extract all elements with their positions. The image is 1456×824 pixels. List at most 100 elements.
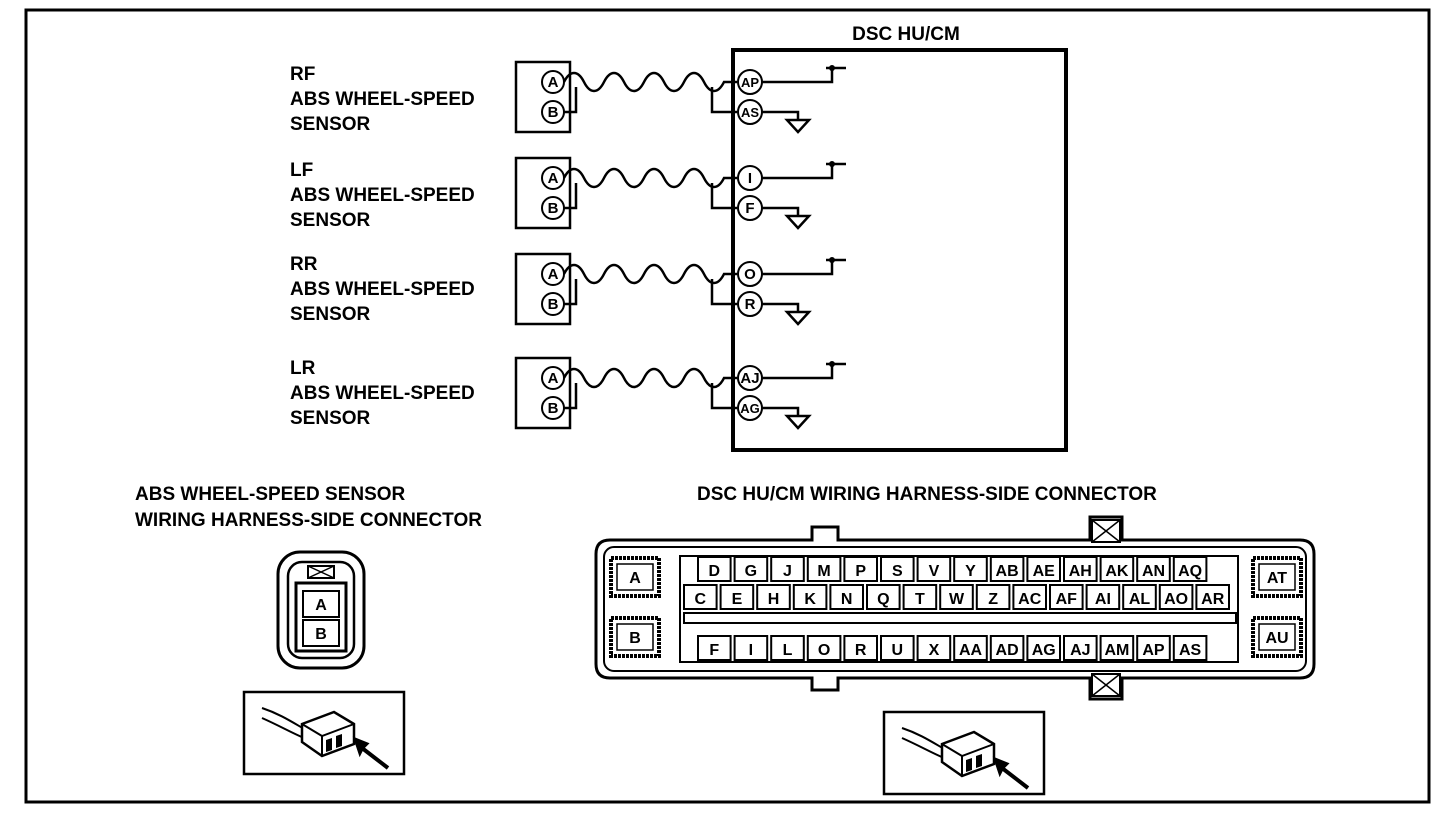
ground-icon (784, 118, 812, 134)
terminal-cell (683, 584, 718, 610)
ground-line (762, 206, 800, 216)
sensor-position-label: LR (290, 358, 316, 379)
terminal-label: N (841, 591, 853, 608)
terminal-cell (1012, 584, 1048, 610)
terminal-cell (1085, 584, 1121, 610)
sensor-pin-b-label: B (548, 104, 559, 121)
terminal-label: C (695, 591, 707, 608)
terminal-cell (1026, 556, 1062, 582)
terminal-label: K (804, 591, 816, 608)
terminal-label: G (745, 563, 757, 580)
sensor-connector-box (514, 252, 572, 326)
sensor-pin-b-label: B (548, 296, 559, 313)
terminal-label: AK (1105, 563, 1129, 580)
terminal-label: AH (1069, 563, 1092, 580)
terminal-cell (1099, 635, 1135, 661)
sensor-rr: RR ABS WHEEL-SPEED SENSOR A B O R (290, 252, 846, 326)
terminal-label: AE (1033, 563, 1056, 580)
twisted-wire (562, 71, 737, 93)
sensor-connector-box (514, 156, 572, 230)
sensor-sensor-label: SENSOR (290, 210, 371, 231)
terminal-label: E (732, 591, 743, 608)
terminal-label: X (929, 642, 940, 659)
module-pin-2-label: R (745, 296, 756, 313)
terminal-label: AM (1104, 642, 1129, 659)
terminal-cell (1122, 584, 1157, 610)
sensor-sensor-label: SENSOR (290, 408, 371, 429)
supply-dot (829, 65, 835, 71)
terminal-label: L (783, 642, 793, 659)
terminal-cell (1063, 635, 1098, 661)
terminal-label: Z (988, 591, 998, 608)
terminal-cell (756, 584, 791, 610)
terminal-cell (939, 584, 974, 610)
terminal-cell (829, 584, 865, 610)
connector-view-icon (242, 690, 406, 776)
terminal-a-label: A (315, 597, 327, 614)
terminal-label: Y (965, 563, 976, 580)
ground-icon (784, 310, 812, 326)
terminal-cell (953, 635, 988, 661)
module-pin-1-label: AJ (740, 370, 759, 387)
terminal-cell (880, 556, 915, 582)
terminal-label: AQ (1178, 563, 1202, 580)
left-terminal-a-label: A (629, 570, 641, 587)
module-pin-2-label: AS (741, 105, 759, 120)
ground-line (762, 406, 800, 416)
twisted-wire (562, 263, 737, 285)
terminal-label: AD (996, 642, 1019, 659)
sensor-rf: RF ABS WHEEL-SPEED SENSOR A B AP AS (290, 60, 846, 135)
sensor-pin-a-label: A (548, 266, 559, 283)
terminal-cell (1195, 584, 1231, 610)
terminal-label: AN (1142, 563, 1165, 580)
terminal-label: M (817, 563, 830, 580)
terminal-cell (733, 556, 769, 582)
terminal-label: AS (1179, 642, 1202, 659)
connector-view-icon (882, 710, 1046, 796)
sensor-lf: LF ABS WHEEL-SPEED SENSOR A B I F (290, 156, 846, 231)
terminal-label: AL (1129, 591, 1151, 608)
terminal-cell (719, 584, 755, 610)
module-pin-1-label: I (748, 170, 752, 187)
module-title: DSC HU/CM (852, 24, 960, 45)
sensor-connector-box (514, 60, 572, 134)
sensor-name-label: ABS WHEEL-SPEED (290, 89, 475, 110)
sensor-connector-face: A B (276, 550, 366, 670)
terminal-label: AP (1142, 642, 1165, 659)
left-terminal-a: A (609, 556, 661, 598)
terminal-label: D (709, 563, 721, 580)
twisted-wire (562, 367, 737, 389)
terminal-label: Q (877, 591, 889, 608)
module-pin-2-label: AG (740, 401, 760, 416)
terminal-label: AJ (1070, 642, 1090, 659)
ground-line (762, 110, 800, 120)
terminal-cell (1158, 584, 1194, 610)
ground-line (762, 302, 800, 312)
ground-icon (784, 414, 812, 430)
terminal-cell (733, 635, 769, 661)
sensor-name-label: ABS WHEEL-SPEED (290, 383, 475, 404)
terminal-label: R (855, 642, 867, 659)
sensor-position-label: RR (290, 254, 318, 275)
terminal-label: AI (1095, 591, 1111, 608)
sensor-name-label: ABS WHEEL-SPEED (290, 185, 475, 206)
module-pin-2-label: F (745, 200, 754, 217)
supply-dot (829, 161, 835, 167)
terminal-label: AO (1164, 591, 1188, 608)
terminal-label: U (892, 642, 904, 659)
terminal-cell (1172, 556, 1208, 582)
terminal-cell (902, 584, 938, 610)
supply-dot (829, 257, 835, 263)
sensor-pin-a-label: A (548, 74, 559, 91)
terminal-cell (916, 635, 952, 661)
right-terminal-au-label: AU (1265, 630, 1288, 647)
terminal-label: V (929, 563, 940, 580)
terminal-b-cell (302, 619, 340, 647)
sensor-connector-title-2: WIRING HARNESS-SIDE CONNECTOR (135, 510, 482, 531)
terminal-cell (880, 635, 915, 661)
right-terminal-au: AU (1251, 616, 1303, 658)
terminal-label: W (949, 591, 965, 608)
